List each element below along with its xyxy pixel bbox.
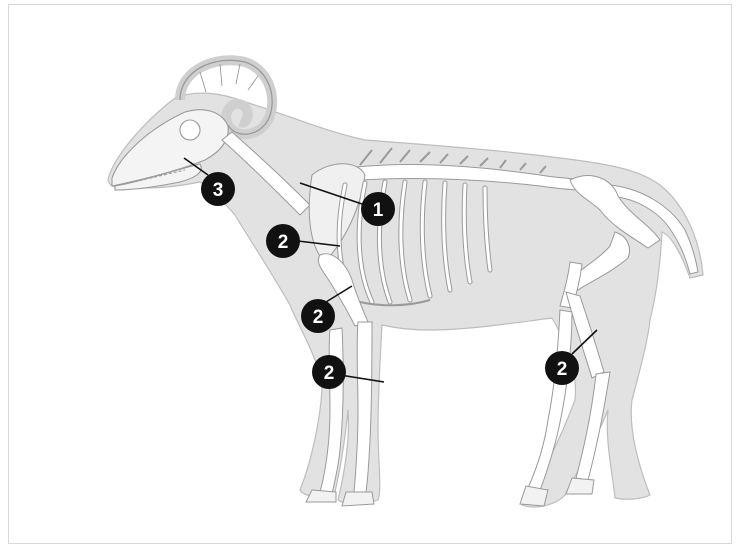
callout-3: 3 [201,172,235,206]
callout-2d: 2 [545,351,579,385]
callout-2b: 2 [301,299,335,333]
callout-3-label: 3 [213,180,224,201]
front-hoof-near [342,492,374,506]
callout-2a-label: 2 [278,232,289,253]
callout-2a: 2 [266,224,300,258]
callout-2d-label: 2 [557,359,568,380]
callout-2c: 2 [312,355,346,389]
callout-1-label: 1 [373,200,384,221]
callout-1: 1 [361,192,395,226]
callout-2c-label: 2 [324,363,335,384]
eye-socket [180,120,200,140]
callout-2b-label: 2 [313,307,324,328]
hind-hoof-far [520,486,548,506]
